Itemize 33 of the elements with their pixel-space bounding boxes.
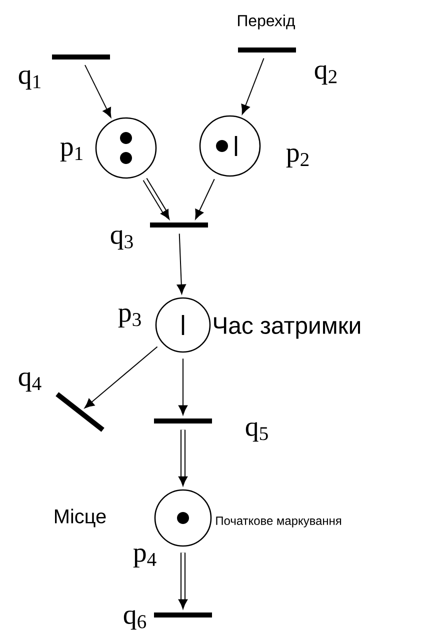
arrow: [84, 346, 158, 408]
place-circle: [199, 115, 261, 177]
node-label: q$_{3}$: [110, 230, 133, 250]
place-circle: [154, 489, 212, 547]
node-label: q$_{1}$: [18, 70, 40, 90]
node-label: Місце: [55, 508, 106, 528]
transition-bar: [154, 418, 212, 424]
arrow: [178, 430, 188, 486]
transition-bar: [56, 392, 104, 432]
node-label: p$_{1}$: [60, 142, 82, 162]
node-label: Початкове маркування: [216, 516, 342, 528]
node-label: q$_{5}$: [246, 422, 268, 442]
arrow: [195, 178, 215, 220]
arrow: [176, 233, 186, 294]
node-label: q$_{4}$: [18, 372, 42, 392]
arrow: [178, 358, 188, 416]
arrow: [142, 178, 170, 220]
place-circle: [155, 297, 211, 353]
node-label: q$_{2}$: [314, 65, 337, 85]
node-label: p$_{3}$: [118, 308, 141, 328]
arrow: [84, 64, 112, 118]
node-label: p$_{4}$: [133, 548, 156, 568]
node-label: Час затримки: [214, 317, 360, 339]
place-circle: [95, 117, 157, 179]
node-label: q$_{6}$: [124, 610, 146, 630]
transition-bar: [150, 222, 208, 228]
transition-bar: [238, 48, 296, 52]
transition-bar: [154, 612, 212, 618]
node-label: Перехід: [238, 14, 295, 30]
arrow: [178, 552, 188, 610]
node-label: p$_{2}$: [286, 148, 309, 168]
transition-bar: [52, 54, 110, 60]
arrow: [241, 58, 264, 114]
